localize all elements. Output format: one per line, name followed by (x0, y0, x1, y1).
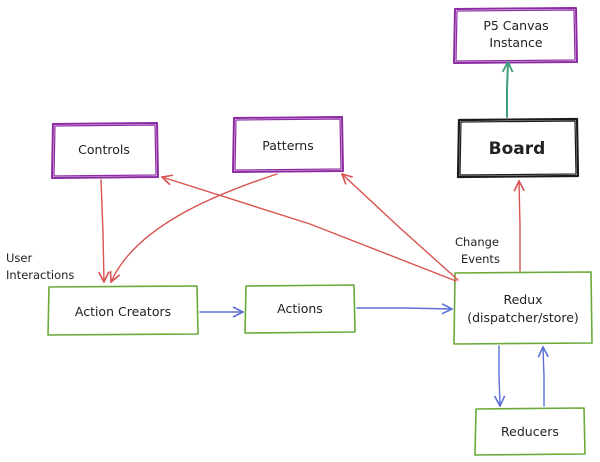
board-label: Board (489, 139, 546, 159)
arrow-reducers-to-redux (543, 347, 544, 407)
redux-label-line1: Redux (503, 292, 542, 307)
node-actions: Actions (244, 284, 356, 334)
action-creators-label: Action Creators (75, 304, 171, 319)
arrow-redux-to-controls (162, 177, 457, 282)
reducers-label: Reducers (501, 424, 559, 439)
patterns-label: Patterns (262, 138, 313, 153)
node-board: Board (456, 117, 580, 179)
arrow-redux-to-patterns (342, 174, 459, 281)
node-p5-canvas-instance: P5 Canvas Instance (453, 7, 578, 64)
user-interactions-label-line1: User (6, 251, 32, 265)
node-patterns: Patterns (232, 116, 344, 173)
arrow-board-to-p5 (507, 62, 508, 118)
redux-label-line2: (dispatcher/store) (467, 310, 579, 325)
arrow-redux-to-reducers (499, 345, 500, 406)
node-redux: Redux (dispatcher/store) (453, 271, 593, 345)
node-action-creators: Action Creators (47, 285, 199, 336)
p5-label-line1: P5 Canvas (483, 18, 548, 33)
controls-label: Controls (78, 142, 130, 157)
change-events-label-line1: Change (455, 235, 499, 249)
change-events-label-line2: Events (461, 252, 500, 266)
p5-label-line2: Instance (489, 35, 542, 50)
node-controls: Controls (51, 122, 159, 179)
arrow-controls-to-action-creators (101, 179, 104, 282)
arrow-actions-to-redux (356, 308, 452, 309)
arrow-patterns-to-action-creators (111, 173, 278, 282)
arrow-redux-to-board (519, 181, 520, 272)
user-interactions-label-line2: Interactions (6, 268, 74, 282)
node-reducers: Reducers (474, 407, 586, 456)
actions-label: Actions (277, 301, 323, 316)
